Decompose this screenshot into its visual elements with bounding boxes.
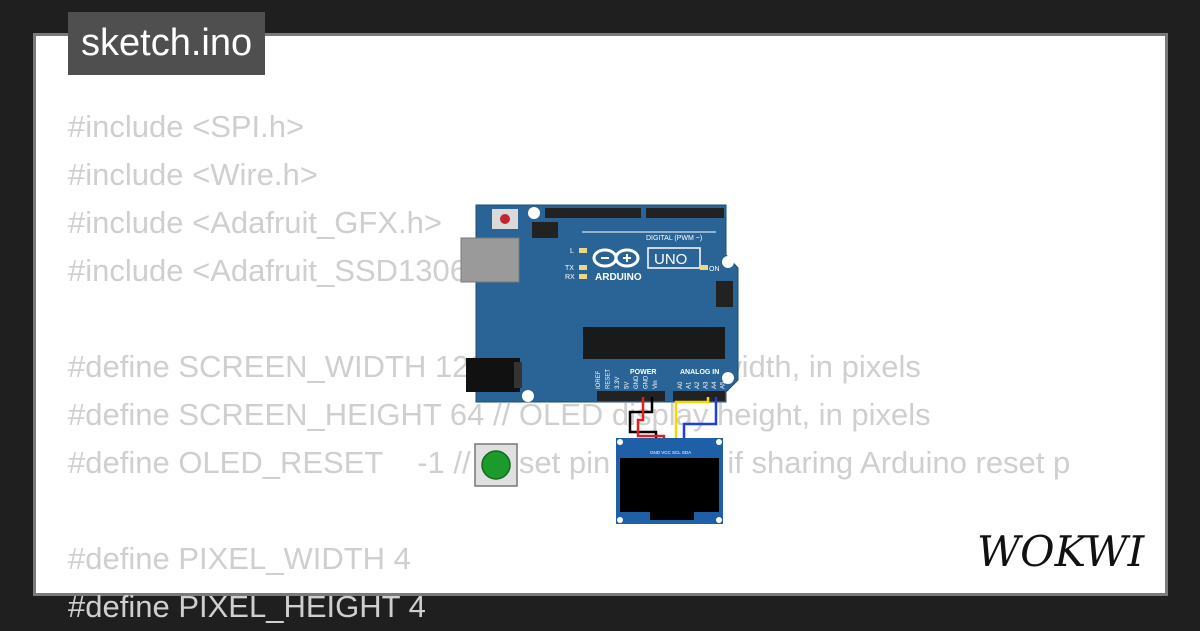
analog-header[interactable] [673, 391, 725, 401]
code-line: #define SCREEN_HEIGHT 64 // OLED display… [68, 397, 931, 432]
digital-header-2[interactable] [646, 208, 724, 218]
on-label: ON [709, 266, 720, 273]
analog-pin-label: A1 [687, 381, 693, 389]
file-tab[interactable]: sketch.ino [68, 12, 266, 75]
preview-card: #include <SPI.h> #include <Wire.h> #includ… [33, 33, 1168, 624]
wire-scl[interactable] [674, 397, 710, 442]
wires [628, 397, 718, 442]
code-line: #include <Adafruit_SSD1306.h> [68, 253, 511, 288]
digital-label: DIGITAL (PWM ~) [646, 235, 702, 242]
code-line: #define OLED_RESET -1 // Reset pin # (or… [68, 445, 1071, 480]
arduino-brand: ARDUINO [595, 272, 642, 283]
led-label-rx: RX [565, 274, 575, 281]
microcontroller-chip [583, 327, 725, 359]
analog-pin-label: A2 [695, 381, 701, 389]
analog-pin-label: A0 [678, 381, 684, 389]
oled-display[interactable]: GND VCC SCL SDA [616, 438, 723, 524]
circuit-diagram: DIGITAL (PWM ~) ARDUINO UNO L TX RX ON P… [460, 204, 739, 524]
power-pin-label: IOREF [596, 370, 602, 389]
code-line: #define PIXEL_HEIGHT 4 [68, 589, 426, 624]
analog-pin-label: A4 [712, 381, 718, 389]
led-label-tx: TX [565, 265, 574, 272]
wire-gnd[interactable] [628, 397, 658, 442]
power-pin-label: 3.3V [615, 377, 621, 389]
led-label-l: L [570, 248, 574, 255]
usb-port [460, 237, 520, 283]
code-line: #include <Adafruit_GFX.h> [68, 205, 442, 240]
arduino-logo [592, 248, 640, 268]
power-pin-label: GND [644, 375, 650, 389]
wire-sda[interactable] [682, 397, 718, 442]
power-header[interactable] [597, 391, 665, 401]
wokwi-logo-text: WOKWI [977, 527, 1146, 576]
code-line: #define PIXEL_WIDTH 4 [68, 541, 411, 576]
analog-pin-label: A5 [721, 381, 727, 389]
code-line: #include <SPI.h> [68, 109, 305, 144]
oled-screen [620, 458, 719, 512]
power-jack [466, 358, 520, 392]
power-pin-label: GND [634, 375, 640, 389]
power-pin-label: RESET [606, 369, 612, 389]
analog-pin-label: A3 [704, 381, 710, 389]
power-label: POWER [630, 369, 656, 376]
power-pin-label: Vin [653, 380, 659, 389]
wokwi-logo: WOKWI [977, 527, 1146, 576]
push-button[interactable] [474, 443, 518, 487]
oled-pin-labels: GND VCC SCL SDA [650, 450, 691, 455]
power-pin-label: 5V [625, 382, 631, 389]
code-line: #include <Wire.h> [68, 157, 318, 192]
wire-vcc[interactable] [636, 397, 666, 442]
arduino-model: UNO [654, 251, 687, 268]
digital-header[interactable] [545, 208, 641, 218]
arduino-uno-board[interactable]: DIGITAL (PWM ~) ARDUINO UNO L TX RX ON P… [460, 204, 739, 403]
analog-label: ANALOG IN [680, 369, 719, 376]
